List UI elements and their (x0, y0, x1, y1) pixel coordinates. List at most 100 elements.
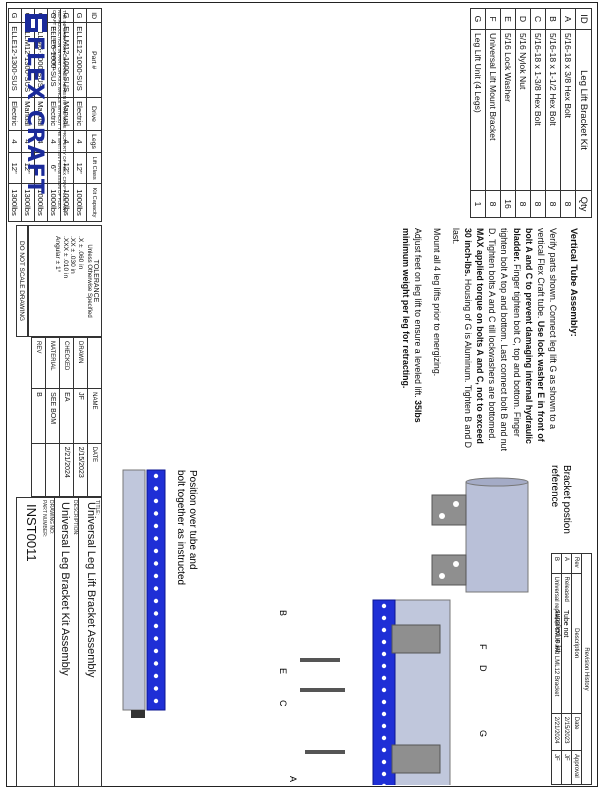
bracket-hole (439, 573, 445, 579)
do-not-scale-note: DO NOT SCALE DRAWING (16, 225, 28, 337)
model-id: G (73, 8, 87, 23)
instructions-paragraph-2: Mount all 4 leg lifts prior to energizin… (431, 228, 442, 377)
bar-hole (381, 711, 387, 717)
position-label-1: Position over tube and (187, 470, 198, 570)
drawing-title: Universal Leg Lift Bracket Assembly (85, 502, 97, 678)
tolerance-title: TOLERANCE (92, 259, 99, 303)
bar-hole (381, 759, 387, 765)
bar-hole (381, 747, 387, 753)
bar-hole (153, 473, 159, 479)
instructions-paragraph-3: Adjust feet on leg lift to ensure a leve… (399, 228, 423, 453)
tube-note-1: Tube not (562, 610, 569, 637)
proprietary-notice: THE INFORMATION CONTAINED HEREIN IS THE … (51, 10, 67, 214)
bar-hole (153, 573, 159, 579)
tolerance-line-3: .XXX ± .010 in (61, 236, 69, 279)
kit-header-name: Leg Lift Bracket Kit (575, 29, 592, 191)
signoff-name: SEE BOM (45, 388, 60, 444)
signoff-date (45, 443, 60, 497)
kit-qty: 1 (470, 190, 486, 218)
tolerance-block: TOLERANCE Unless Otherwise Specified .X … (28, 225, 102, 337)
signoff-date: 2/15/2023 (73, 443, 88, 497)
kit-part-name: Universal Lift Mount Bracket (485, 29, 501, 191)
kit-header-qty: Qty (575, 190, 592, 218)
bracket-f-bottom (391, 744, 441, 774)
company-logo-area: THE INFORMATION CONTAINED HEREIN IS THE … (15, 8, 67, 222)
part-number-label: PART NUMBER: (41, 500, 47, 538)
assembly-instructions: Vertical Tube Assembly: Verify parts sho… (392, 228, 580, 453)
tube-section (465, 481, 529, 593)
kit-part-name: 5/16-18 x 1-3/8 Hex Bolt (530, 29, 546, 191)
model-header-id: ID (86, 8, 102, 23)
kit-qty: 8 (560, 190, 576, 218)
bracket-left (431, 494, 467, 526)
kit-part-name: 5/16 Nylok Nut (515, 29, 531, 191)
model-header-lift: Lift Class (86, 152, 102, 184)
tube-assembled (122, 469, 146, 711)
bar-hole (381, 603, 387, 609)
bar-hole (153, 623, 159, 629)
bar-hole (381, 771, 387, 777)
kit-id: F (485, 8, 501, 30)
bar-hole (153, 636, 159, 641)
drawing-no-label: DRAWING NO: (48, 500, 54, 535)
bar-hole (381, 639, 387, 645)
label-g: G (478, 730, 488, 737)
signoff-date (31, 443, 46, 497)
bar-hole (381, 615, 387, 621)
kit-qty: 8 (545, 190, 561, 218)
bracket-ref-label-2: reference (549, 465, 560, 508)
bar-hole (381, 651, 387, 657)
signoff-name: EA (59, 388, 74, 444)
bar-hole (381, 687, 387, 693)
signoff-label: CHECKED (59, 337, 74, 389)
bar-hole (153, 698, 159, 704)
tolerance-line-2: .XX ± .030 in (69, 236, 77, 274)
signoff-label: REV (31, 337, 46, 389)
tube-note-2: supplied in kit (554, 610, 561, 652)
kit-header-id: ID (575, 8, 592, 30)
tolerance-subtitle: Unless Otherwise Specified (86, 244, 92, 318)
model-header-legs: Legs (86, 130, 102, 153)
kit-qty: 8 (530, 190, 546, 218)
kit-part-name: Leg Lift Unit (4 Legs) (470, 29, 486, 191)
kit-id: E (500, 8, 516, 30)
tolerance-line-4: Angular ± 1° (54, 236, 62, 273)
bar-hole (381, 699, 387, 705)
bar-hole (381, 663, 387, 669)
bar-hole (153, 523, 159, 529)
bar-hole (153, 686, 159, 691)
bar-hole (381, 675, 387, 681)
title-block: TITLE: Universal Leg Lift Bracket Assemb… (16, 497, 102, 787)
bracket-f-top (391, 624, 441, 654)
bar-hole (381, 723, 387, 729)
bar-hole (153, 548, 159, 554)
drawing-description: Universal Leg Bracket Kit Assembly (59, 502, 71, 676)
assembly-illustration: Bracket postion reference Tube not suppl… (122, 465, 572, 785)
drawing-number: INST0011 (24, 504, 39, 562)
model-header-part: Part # (86, 22, 102, 98)
instr-text-3a: Adjust feet on leg lift to ensure a leve… (412, 228, 423, 401)
bar-hole (153, 561, 159, 566)
model-part-number: ELLE12-1000-SUS (73, 22, 87, 98)
signoff-name: JF (73, 388, 88, 444)
bar-hole (153, 648, 159, 654)
label-c: C (278, 700, 288, 707)
kit-table-header: ID Leg Lift Bracket Kit Qty (575, 8, 592, 218)
instr-text-1c: Finger tighten bolt C, top and bottom. F… (487, 228, 522, 452)
tolerance-line-1: .X ± .060 in (77, 236, 84, 270)
final-position-view: Position over tube and bolt together as … (122, 469, 198, 718)
model-legs: 4 (73, 130, 87, 153)
model-lift-class: 12" (73, 152, 87, 184)
exploded-view: Tube not supplied in kit B E C F D G A (278, 599, 569, 785)
label-b: B (278, 610, 288, 616)
kit-qty: 16 (500, 190, 516, 218)
model-capacity: 1000lbs (73, 183, 87, 222)
bar-hole (381, 735, 387, 741)
bracket-hole (439, 513, 445, 519)
